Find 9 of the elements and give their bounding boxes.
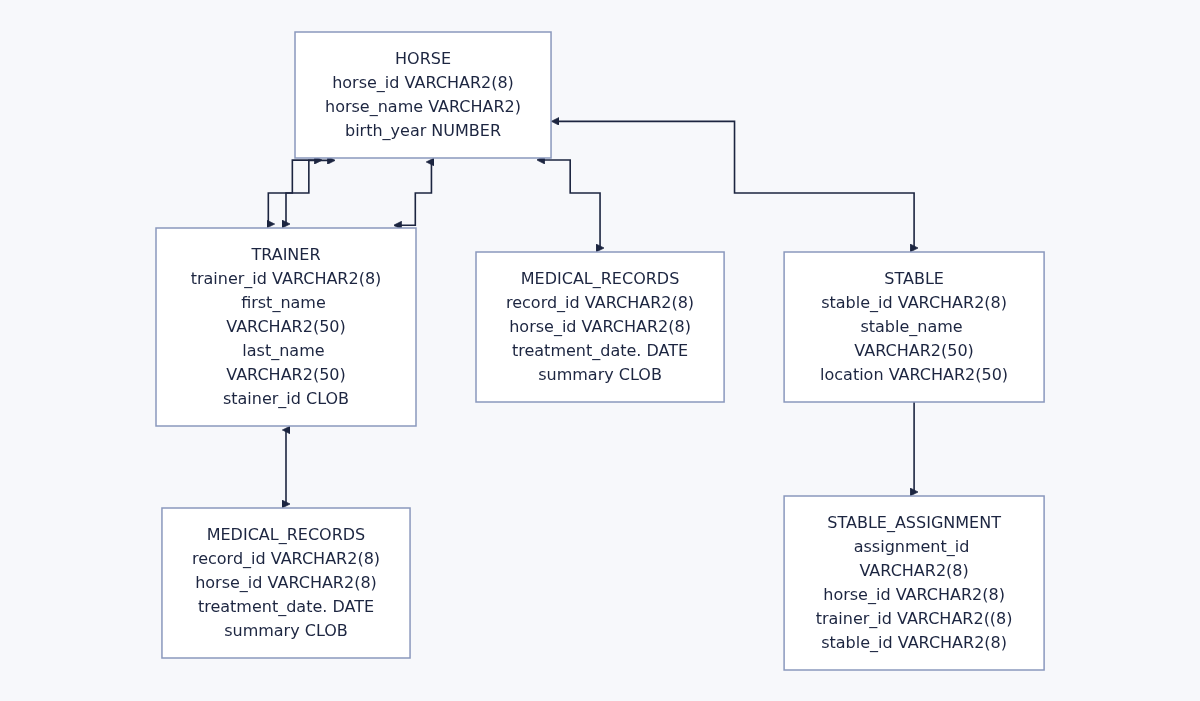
node-box: TRAINER trainer_id VARCHAR2(8) first_name VARCHAR2(50) last_name VARCHAR2(50) stainer_id CLOB [155,226,417,427]
node-box: HORSE horse_id VARCHAR2(8) horse_name VARCHAR2) birth_year NUMBER [294,30,552,159]
node-box: STABLE stable_id VARCHAR2(8) stable_name VARCHAR2(50) location VARCHAR2(50) [783,250,1045,403]
arrow [909,400,919,496]
node-box: MEDICAL_RECORDS record_id VARCHAR2(8) horse_id VARCHAR2(8) treatment_date. DATE summary CLOB [161,506,411,659]
arrow [281,425,291,508]
node-box: STABLE_ASSIGNMENT assignment_id VARCHAR2(8) horse_id VARCHAR2(8) trainer_id VARCHAR2((8) stable_id VARCHAR2(8) [783,494,1045,671]
node-box: MEDICAL_RECORDS record_id VARCHAR2(8) horse_id VARCHAR2(8) treatment_date. DATE summary CLOB [475,250,725,403]
arrow [550,116,919,252]
